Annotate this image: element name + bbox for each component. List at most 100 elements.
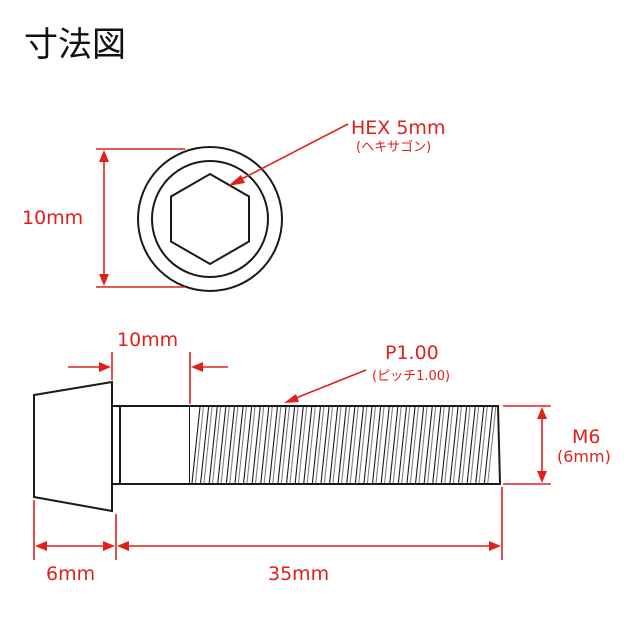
bolt-side-view xyxy=(33,380,502,513)
thread-line xyxy=(401,406,411,484)
thread-line xyxy=(234,406,244,484)
thread-line xyxy=(191,406,201,484)
thread-line xyxy=(251,406,261,484)
pitch-leader xyxy=(284,369,367,403)
thread-line xyxy=(470,406,480,484)
pitch-label: P1.00 xyxy=(385,342,439,364)
thread-line xyxy=(483,406,493,484)
thread-line xyxy=(263,406,273,484)
thread-line xyxy=(449,406,459,484)
thread-line xyxy=(372,406,382,484)
thread-lines xyxy=(191,406,497,484)
thread-line xyxy=(194,406,204,484)
thread-line xyxy=(358,406,368,484)
thread-line xyxy=(478,406,488,484)
thread-line xyxy=(444,406,454,484)
thread-line xyxy=(306,406,316,484)
arrow-head-down xyxy=(99,274,109,286)
thread-line xyxy=(315,406,325,484)
length-label: 35mm xyxy=(268,563,329,585)
thread-outline xyxy=(190,405,502,485)
thread-line xyxy=(311,406,321,484)
thread-line xyxy=(487,406,497,484)
thread-line xyxy=(208,406,218,484)
thread-line xyxy=(237,406,247,484)
thread-line xyxy=(212,406,222,484)
thread-line xyxy=(397,406,407,484)
thread-line xyxy=(375,406,385,484)
thread-line xyxy=(466,406,476,484)
pitch-note: (ピッチ1.00) xyxy=(372,369,450,384)
pitch-leader-line xyxy=(290,369,367,401)
thread-line xyxy=(415,406,425,484)
thread-line xyxy=(280,406,290,484)
thread-line xyxy=(363,406,373,484)
thread-line xyxy=(294,406,304,484)
hex-label: HEX 5mm xyxy=(351,117,445,139)
hex-leader xyxy=(228,123,349,186)
thread-line xyxy=(427,406,437,484)
thread-line xyxy=(384,406,394,484)
hex-socket xyxy=(170,172,250,266)
thread-label: M6 xyxy=(572,426,600,448)
head-top-view xyxy=(137,146,283,292)
thread-line xyxy=(337,406,347,484)
thread-note: (6mm) xyxy=(557,447,611,466)
thread-line xyxy=(289,406,299,484)
thread-line xyxy=(409,406,419,484)
head-diameter-label: 10mm xyxy=(22,207,83,229)
shank-length-label: 10mm xyxy=(117,329,178,351)
hex-leader-arrow xyxy=(228,175,245,186)
thread-line xyxy=(268,406,278,484)
thread-line xyxy=(203,406,213,484)
thread-line xyxy=(217,406,227,484)
thread-line xyxy=(418,406,428,484)
thread-line xyxy=(286,406,296,484)
bolt-head xyxy=(33,380,113,513)
thread-line xyxy=(200,406,210,484)
thread-line xyxy=(440,406,450,484)
hex-leader-line xyxy=(233,123,349,184)
thread-line xyxy=(229,406,239,484)
thread-line xyxy=(225,406,235,484)
arrow-head-left xyxy=(117,541,129,551)
thread-line xyxy=(423,406,433,484)
thread-line xyxy=(392,406,402,484)
thread-line xyxy=(346,406,356,484)
arrow-head-up xyxy=(537,407,547,419)
thread-line xyxy=(432,406,442,484)
thread-line xyxy=(255,406,265,484)
thread-line xyxy=(277,406,287,484)
arrow-head-left xyxy=(35,541,47,551)
thread-line xyxy=(243,406,253,484)
thread-line xyxy=(246,406,256,484)
arrow-head-right xyxy=(489,541,501,551)
head-diameter-dimension xyxy=(96,148,185,288)
arrow-head-down xyxy=(537,471,547,483)
thread-line xyxy=(354,406,364,484)
thread-line xyxy=(380,406,390,484)
thread-line xyxy=(349,406,359,484)
arrow-head-up xyxy=(99,150,109,162)
thread-line xyxy=(320,406,330,484)
thread-line xyxy=(461,406,471,484)
arrow-head-right xyxy=(99,362,111,372)
thread-line xyxy=(435,406,445,484)
arrow-head-right xyxy=(103,541,115,551)
thread-line xyxy=(389,406,399,484)
arrow-head-left xyxy=(191,362,203,372)
thread-line xyxy=(323,406,333,484)
thread-line xyxy=(458,406,468,484)
thread-line xyxy=(298,406,308,484)
hex-note: (ヘキサゴン) xyxy=(356,139,431,155)
thread-line xyxy=(329,406,339,484)
thread-line xyxy=(220,406,230,484)
thread-line xyxy=(303,406,313,484)
shank-length-dimension xyxy=(68,352,228,404)
bottom-dimensions xyxy=(33,487,503,560)
thread-line xyxy=(272,406,282,484)
pitch-leader-arrow xyxy=(284,394,299,403)
thread-line xyxy=(475,406,485,484)
thread-diameter-dimension xyxy=(503,405,551,485)
